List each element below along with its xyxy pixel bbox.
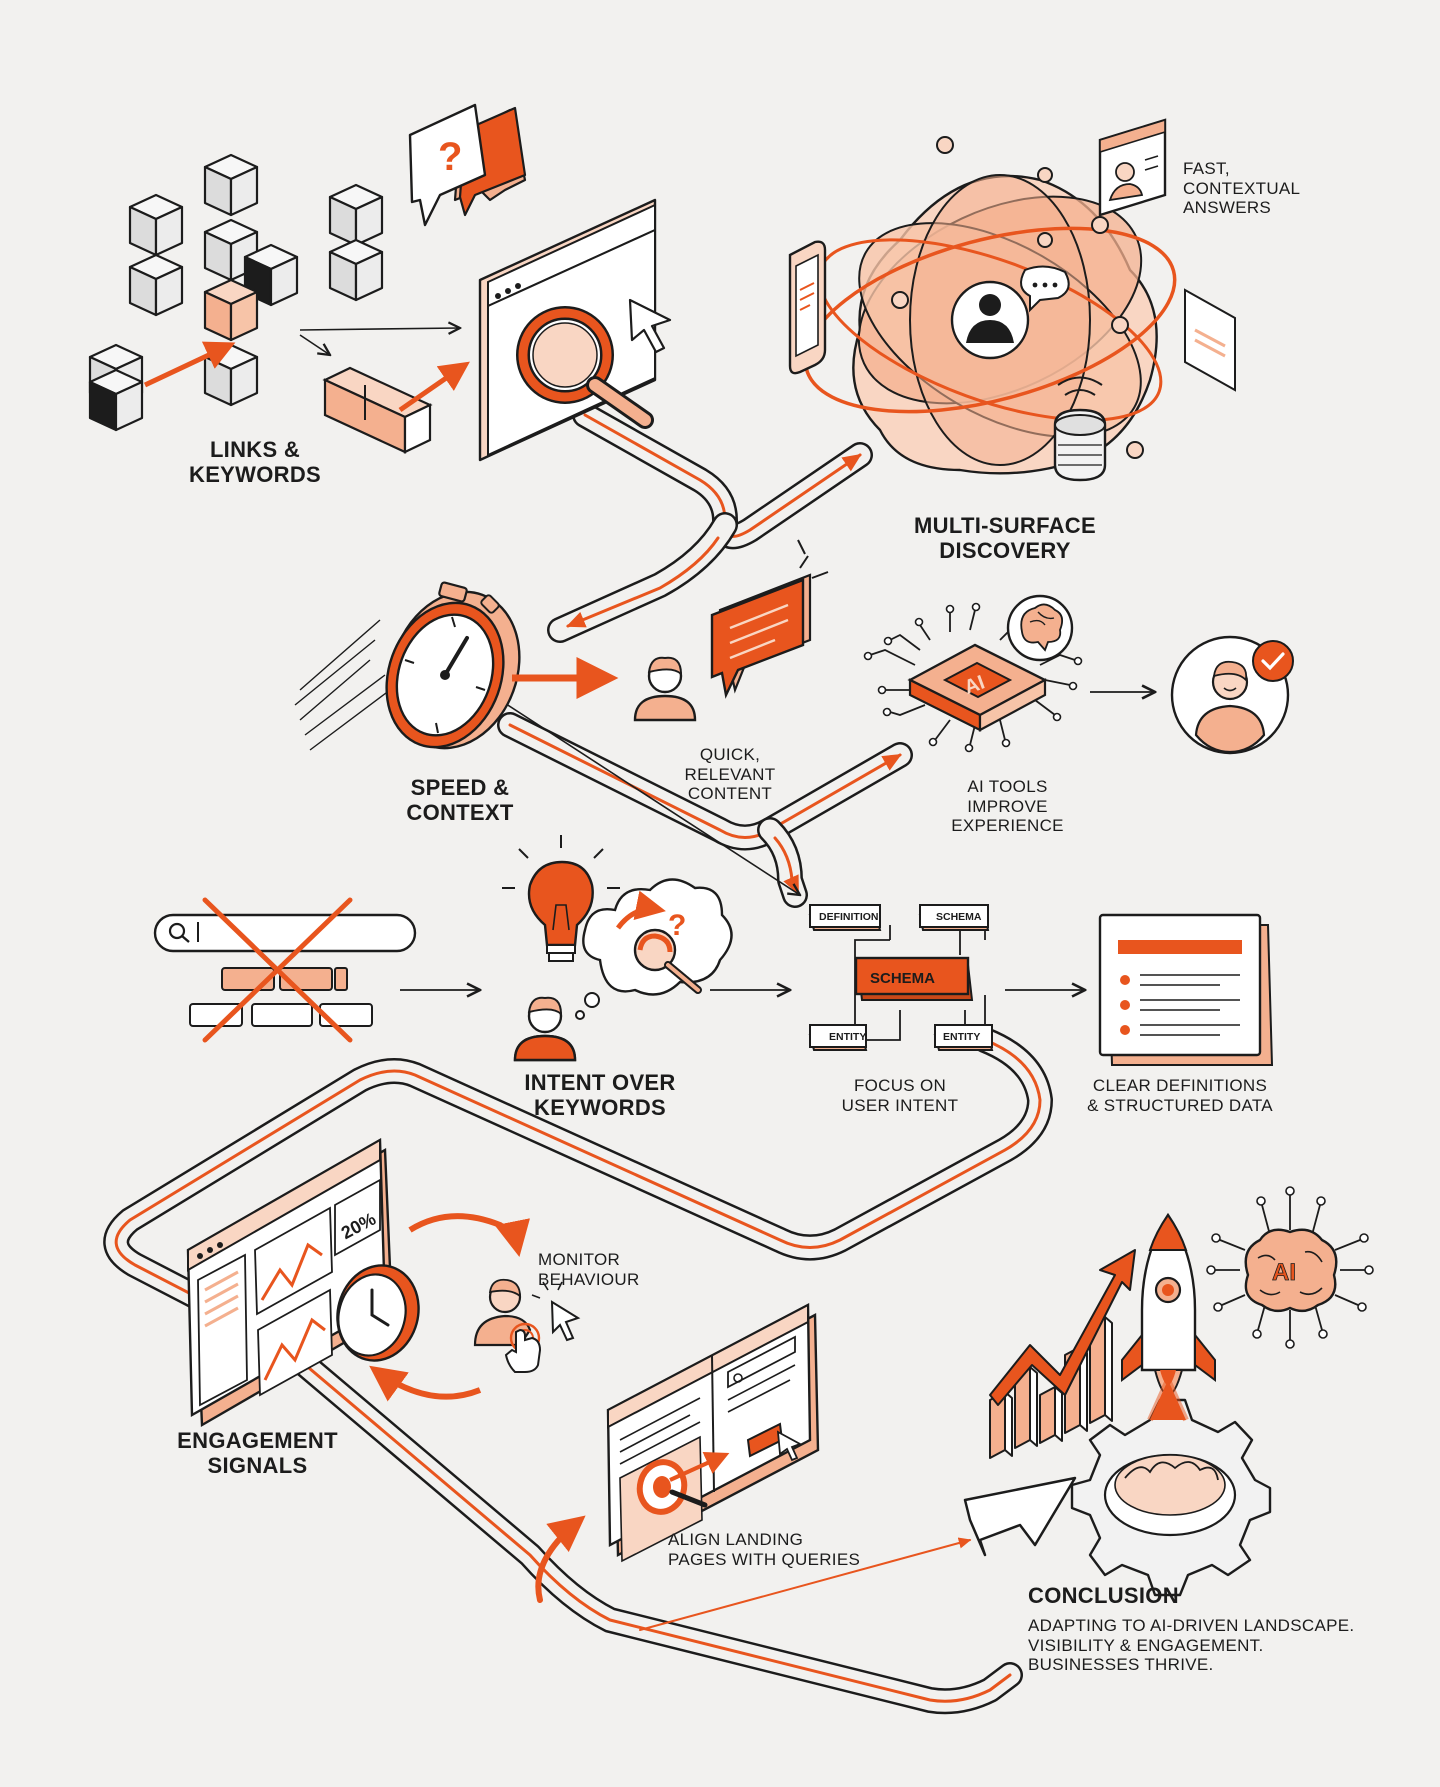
focus-intent-label: FOCUS ON USER INTENT	[841, 1076, 959, 1115]
pointer-hand-icon	[473, 1278, 581, 1373]
fast-answers-label: FAST, CONTEXTUAL ANSWERS	[1183, 159, 1301, 218]
stopwatch-icon	[294, 581, 619, 751]
clock-icon	[336, 1264, 420, 1362]
rocket-icon	[1121, 1212, 1216, 1396]
svg-text:?: ?	[438, 135, 462, 179]
conclusion-title: CONCLUSION	[1028, 1583, 1179, 1608]
screen-panels-icon	[1184, 288, 1236, 392]
search-bar-icon	[153, 897, 480, 1043]
ai-brain-label: AI	[1272, 1259, 1296, 1286]
intent-keywords-label: INTENT OVER KEYWORDS	[524, 1070, 676, 1121]
gear-icon	[1070, 1372, 1272, 1597]
phone-icon	[788, 240, 827, 375]
conclusion-arrow-icon	[963, 1476, 1077, 1557]
align-landing-label: ALIGN LANDING PAGES WITH QUERIES	[668, 1530, 861, 1569]
smart-speaker-icon	[1053, 376, 1107, 482]
ai-tools-label: AI TOOLS IMPROVE EXPERIENCE	[951, 777, 1064, 836]
browser-search-icon	[478, 198, 657, 462]
document-list-icon	[1098, 913, 1274, 1066]
engagement-signals-label: ENGAGEMENT SIGNALS	[177, 1428, 338, 1479]
globe-network-icon	[803, 136, 1177, 475]
person-shirt	[513, 1034, 577, 1062]
flow-path	[103, 402, 1053, 1715]
schema-small-label: SCHEMA	[936, 911, 982, 923]
links-keywords-label: LINKS & KEYWORDS	[189, 437, 321, 488]
ai-brain-icon	[1206, 1186, 1374, 1349]
cycle-arrow-bottom	[369, 1365, 482, 1402]
cycle-arrow-top	[408, 1213, 530, 1258]
cube-icon	[88, 153, 470, 454]
schema-entity-right-label: ENTITY	[943, 1031, 980, 1043]
monitor-behaviour-label: MONITOR BEHAVIOUR	[538, 1250, 640, 1289]
conclusion-body: ADAPTING TO AI-DRIVEN LANDSCAPE. VISIBIL…	[1028, 1616, 1355, 1675]
quick-content-label: QUICK, RELEVANT CONTENT	[684, 745, 776, 804]
chat-bubble-icon	[710, 539, 829, 699]
schema-main-label: SCHEMA	[870, 970, 935, 987]
profile-card-icon	[1098, 118, 1167, 217]
person-icon	[633, 656, 697, 722]
svg-text:?: ?	[668, 909, 686, 942]
schema-entity-left-label: ENTITY	[829, 1031, 866, 1043]
schema-definition-label: DEFINITION	[819, 911, 879, 923]
growth-chart-icon	[989, 1249, 1136, 1459]
landing-page-icon	[606, 1303, 820, 1563]
schema-diagram-icon	[808, 904, 1085, 1051]
brain-icon	[1006, 594, 1074, 662]
question-bubble-icon: ?	[408, 103, 527, 227]
lightbulb-icon	[502, 835, 620, 962]
cursor-icon	[628, 298, 672, 354]
multi-surface-label: MULTI-SURFACE DISCOVERY	[914, 513, 1096, 564]
thought-bubble-icon: ?	[575, 878, 790, 1020]
clear-definitions-label: CLEAR DEFINITIONS & STRUCTURED DATA	[1087, 1076, 1273, 1115]
speed-context-label: SPEED & CONTEXT	[406, 775, 514, 826]
user-check-icon	[1170, 635, 1294, 755]
dashboard-icon	[186, 1137, 394, 1428]
